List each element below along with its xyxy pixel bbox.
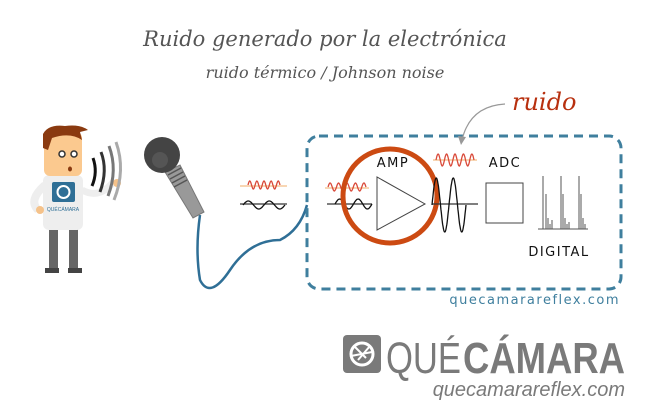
brand-logo: QUÉ CÁMARA quecamarareflex.com [343,333,625,401]
annotation-arrow [461,103,506,141]
logo-url: quecamarareflex.com [433,379,625,401]
adc-label: ADC [489,156,521,171]
logo-que: QUÉ [386,334,461,383]
title: Ruido generado por la electrónica [142,27,507,51]
amplifier-symbol [376,176,427,231]
person-figure: QUÉCÁMARA [30,125,122,273]
microphone-icon [144,137,205,219]
amplified-noise-wave [435,153,475,167]
subtitle: ruido térmico / Johnson noise [206,63,445,82]
device-box [305,134,623,291]
digital-label: DIGITAL [528,245,589,260]
shirt-text: QUÉCÁMARA [47,206,80,213]
logo-camara: CÁMARA [463,333,625,383]
digital-spectrum [538,176,588,230]
amp-label: AMP [377,156,409,171]
shirt-logo-icon [52,182,75,202]
amplified-signal-wave [431,177,467,233]
highlight-circle [340,146,440,246]
noise-annotation: ruido [512,88,576,116]
adc-block [485,182,524,224]
input-waves [240,180,287,210]
box-watermark: quecamarareflex.com [449,293,620,308]
cable [196,204,309,290]
